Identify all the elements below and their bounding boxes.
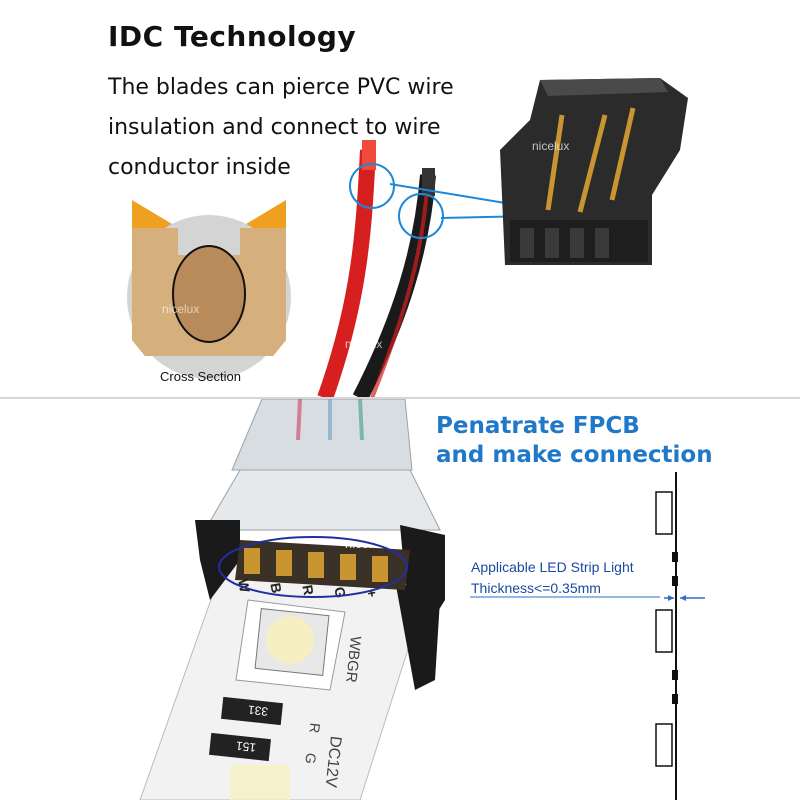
- pin-label-plus: +: [363, 588, 380, 599]
- strip-label: Applicable LED Strip Light Thickness<=0.…: [471, 557, 634, 599]
- idc-illustration: nicelux nicelux: [127, 78, 688, 398]
- fpcb-title: Penatrate FPCB and make connection: [436, 412, 713, 470]
- strip-label-line-2: Thickness<=0.35mm: [471, 580, 601, 596]
- resistor-code-2: 151: [235, 739, 257, 755]
- pin-label-b: B: [267, 582, 285, 595]
- wire-pair: nicelux: [317, 140, 436, 398]
- cross-section-diagram: nicelux: [127, 200, 291, 379]
- strip-channel-r: R: [306, 722, 323, 734]
- idc-heading: IDC Technology: [108, 20, 357, 53]
- cross-section-caption: Cross Section: [160, 369, 241, 384]
- fpcb-title-line-2: and make connection: [436, 442, 713, 468]
- resistor-code: 331: [247, 703, 269, 719]
- strip-channel-g: G: [302, 752, 319, 765]
- idc-panel: IDC Technology The blades can pierce PVC…: [0, 0, 800, 398]
- idc-description: The blades can pierce PVC wire insulatio…: [108, 68, 528, 188]
- pin-label-w: W: [235, 578, 253, 595]
- connector-housing: nicelux: [500, 78, 688, 265]
- connector-watermark-bottom: nicelux: [345, 536, 386, 551]
- led-strip: 331 151 WBGR DC12V R G: [139, 559, 431, 800]
- pin-highlight-ellipse: [218, 536, 408, 598]
- pin-labels: W B R G +: [235, 578, 381, 600]
- pin-label-r: R: [299, 584, 317, 597]
- desc-line-2: insulation and connect to wire: [108, 115, 441, 140]
- desc-line-1: The blades can pierce PVC wire: [108, 75, 454, 100]
- voltage-print: DC12V: [322, 735, 344, 788]
- fpcb-side-view: [470, 472, 705, 800]
- fpcb-illustration: 331 151 WBGR DC12V R G: [139, 399, 705, 800]
- strip-print: WBGR: [342, 635, 364, 683]
- panel-divider: [0, 397, 800, 399]
- fpcb-title-line-1: Penatrate FPCB: [436, 413, 640, 439]
- fpcb-panel: 331 151 WBGR DC12V R G: [0, 399, 800, 800]
- strip-connector: nicelux: [195, 399, 445, 690]
- desc-line-3: conductor inside: [108, 155, 291, 180]
- cross-watermark: nicelux: [162, 302, 199, 316]
- wire-watermark: nicelux: [345, 337, 382, 351]
- strip-label-line-1: Applicable LED Strip Light: [471, 559, 634, 575]
- connector-watermark: nicelux: [532, 139, 569, 153]
